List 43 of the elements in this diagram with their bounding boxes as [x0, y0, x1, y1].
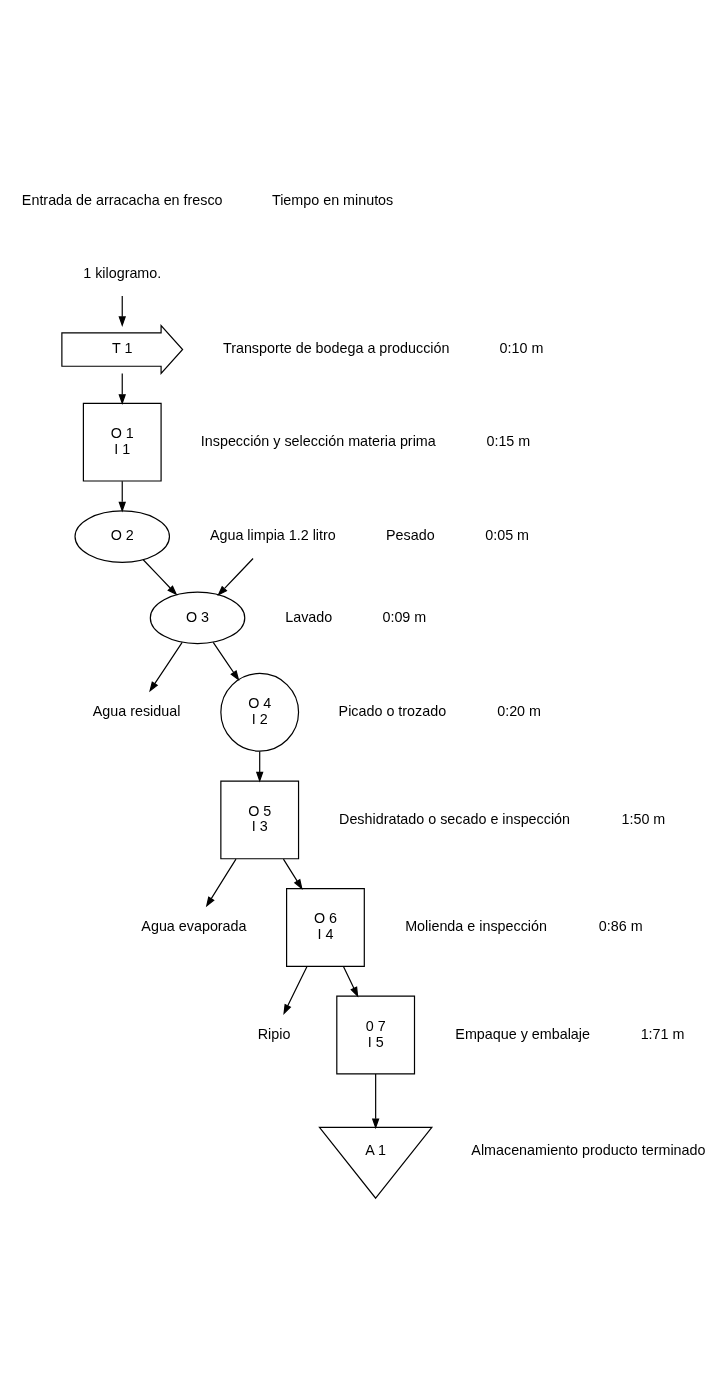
arrow [149, 641, 183, 693]
node-box: O 1 I 1 [82, 402, 162, 482]
node-label: 0:20 m [497, 703, 541, 720]
node-text: Agua limpia 1.2 litro [209, 527, 336, 544]
arrow [118, 480, 126, 513]
node-label: 0:05 m [485, 527, 530, 544]
node-box: 0 7 I 5 [336, 995, 416, 1075]
arrow [217, 557, 254, 597]
arrow [142, 559, 178, 596]
node-box: O 5 I 3 [220, 780, 300, 860]
arrow [371, 1073, 380, 1130]
node-label: Deshidratado o secado e inspección [339, 810, 571, 827]
arrow [212, 641, 240, 682]
arrow [118, 372, 126, 405]
node-label: Empaque y embalaje [455, 1025, 590, 1042]
node-box: O 6 I 4 [286, 888, 365, 967]
arrow [205, 858, 237, 908]
arrow [255, 750, 264, 783]
node-label: 1:71 m [640, 1025, 685, 1042]
arrow [282, 858, 303, 890]
node-label: 1:50 m [621, 810, 666, 827]
node-text: Agua evaporada [141, 918, 247, 935]
node-ellipse: O 2 [74, 510, 171, 563]
node-label: Transporte de bodega a producción [222, 340, 450, 357]
node-text: Agua residual [92, 703, 181, 720]
node-label: 0:09 m [382, 608, 427, 625]
node-label: Pesado [386, 527, 435, 544]
node-label: Picado o trozado [338, 703, 447, 720]
arrow [283, 966, 308, 1015]
node-text: Ripio [257, 1025, 291, 1042]
node-label: Lavado [285, 608, 333, 625]
arrow [342, 966, 359, 998]
label: Tiempo en minutos [271, 192, 394, 208]
node-label: 0:15 m [486, 432, 531, 449]
node-label: Almacenamiento producto terminado [471, 1141, 706, 1158]
node-label: Inspección y selección materia prima [200, 432, 436, 449]
node-label: Molienda e inspección [405, 918, 547, 935]
label: Entrada de arracacha en fresco [21, 192, 223, 208]
node-text: 1 kilogramo. [83, 264, 162, 281]
node-label: 0:86 m [598, 918, 643, 935]
node-label: 0:10 m [499, 340, 544, 357]
arrow [118, 295, 126, 328]
node-ellipse: O 3 [149, 591, 246, 645]
